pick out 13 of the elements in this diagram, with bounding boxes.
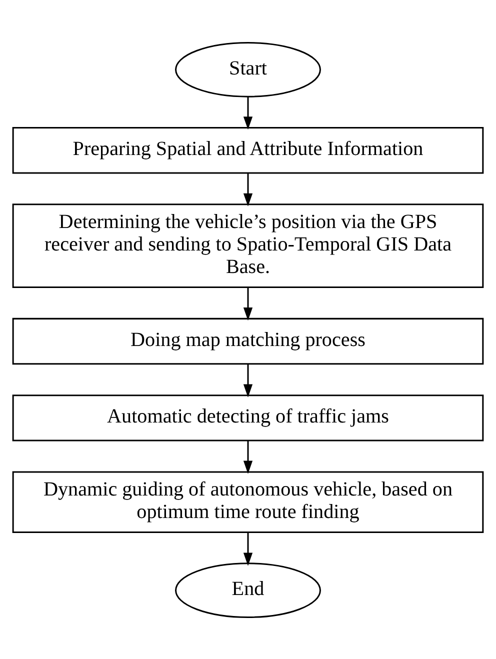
arrow <box>243 96 253 130</box>
node-box: Automatic detecting of traffic jams <box>12 394 484 441</box>
arrow <box>243 532 253 566</box>
node-box: Doing map matching process <box>12 317 484 364</box>
arrow <box>243 364 253 397</box>
arrow <box>243 287 253 320</box>
arrow <box>243 172 253 206</box>
node-ellipse: End <box>175 562 321 618</box>
arrow <box>243 440 253 474</box>
node-ellipse: Start <box>175 42 321 97</box>
node-box: Dynamic guiding of autonomous vehicle, based on optimum time route finding <box>12 470 484 533</box>
node-box: Determining the vehicle’s position via the GPS receiver and sending to Spatio-Temporal GIS Data Base. <box>12 203 484 288</box>
node-box: Preparing Spatial and Attribute Information <box>12 126 484 174</box>
